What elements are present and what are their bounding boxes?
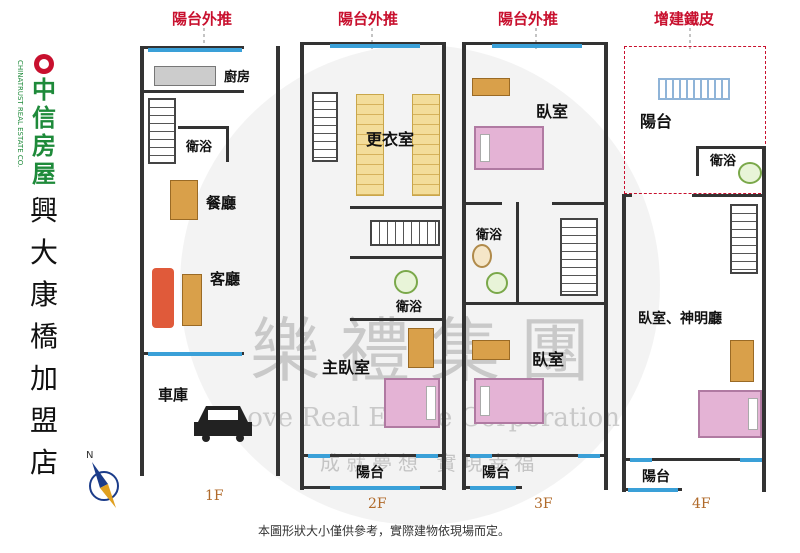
room-balcony-4f-top: 陽台 xyxy=(640,112,673,131)
room-dining: 餐廳 xyxy=(206,194,237,212)
branch-name: 興大康橋加盟店 xyxy=(30,194,59,479)
kitchen-stove xyxy=(154,66,216,86)
floor-label-3f: 3F xyxy=(534,496,553,512)
room-kitchen: 廚房 xyxy=(224,70,251,85)
floor-1f: 廚房 衛浴 餐廳 客廳 車庫 xyxy=(140,46,280,476)
room-bath-1f: 衛浴 xyxy=(186,140,213,155)
top-label-2f: 陽台外推 xyxy=(338,10,399,28)
sofa xyxy=(152,268,174,328)
wardrobe-left xyxy=(356,94,384,196)
bed-4f xyxy=(698,390,762,438)
toilet-2f xyxy=(394,270,418,294)
top-label-1f: 陽台外推 xyxy=(172,10,233,28)
room-bedroom-shrine: 臥室、神明廳 xyxy=(638,311,722,327)
brand-english: CHINATRUST REAL ESTATE CO. xyxy=(16,60,24,168)
floor-label-4f: 4F xyxy=(692,496,711,512)
top-label-3f: 陽台外推 xyxy=(498,10,559,28)
room-master: 主臥室 xyxy=(322,358,371,377)
stairs-2f-up xyxy=(312,92,338,162)
bed-3f-bottom xyxy=(474,378,544,424)
room-living: 客廳 xyxy=(210,270,241,288)
bed-3f-top xyxy=(474,126,544,170)
dining-table xyxy=(170,180,198,220)
room-bedroom-3f-bottom: 臥室 xyxy=(532,350,565,369)
svg-text:N: N xyxy=(86,450,93,461)
room-bath-3f: 衛浴 xyxy=(476,228,503,243)
room-bedroom-3f-top: 臥室 xyxy=(536,102,569,121)
stairs-1f xyxy=(148,98,176,164)
bed-2f xyxy=(384,378,440,428)
floor-label-2f: 2F xyxy=(368,496,387,512)
desk-3f-top xyxy=(472,78,510,96)
wardrobe-right xyxy=(412,94,440,196)
footer-note: 本圖形狀大小僅供參考，實際建物依現場而定。 xyxy=(258,524,511,538)
railing-icon xyxy=(658,78,730,100)
sink-3f xyxy=(472,244,492,268)
desk-3f-bottom xyxy=(472,340,510,360)
floor-4f: 陽台 衛浴 臥室、神明廳 陽台 xyxy=(622,44,770,492)
coffee-table xyxy=(182,274,202,326)
toilet-4f xyxy=(738,162,762,184)
stairs-4f xyxy=(730,204,758,274)
top-label-4f: 增建鐵皮 xyxy=(654,10,715,28)
stairs-2f-down xyxy=(370,220,440,246)
brand-logo: CHINATRUST REAL ESTATE CO. 中信房屋 xyxy=(16,50,96,188)
shrine-table xyxy=(730,340,754,382)
room-closet: 更衣室 xyxy=(366,130,415,149)
floor-3f: 臥室 衛浴 臥室 陽台 xyxy=(462,42,608,490)
logo-mark-icon xyxy=(34,54,54,74)
room-balcony-2f: 陽台 xyxy=(356,465,384,481)
desk-2f xyxy=(408,328,434,368)
steel-addition-outline xyxy=(624,46,766,194)
floor-2f: 更衣室 衛浴 主臥室 陽台 xyxy=(300,42,446,490)
room-garage: 車庫 xyxy=(158,386,189,404)
stairs-3f xyxy=(560,218,598,296)
car-icon xyxy=(192,400,254,442)
room-bath-2f: 衛浴 xyxy=(396,300,423,315)
room-balcony-4f-bottom: 陽台 xyxy=(642,469,670,485)
brand-name: 中信房屋 xyxy=(32,75,56,188)
toilet-3f xyxy=(486,272,508,294)
room-balcony-3f: 陽台 xyxy=(482,465,510,481)
compass-icon: N xyxy=(82,448,126,508)
floor-label-1f: 1F xyxy=(205,488,224,504)
room-bath-4f: 衛浴 xyxy=(710,154,737,169)
